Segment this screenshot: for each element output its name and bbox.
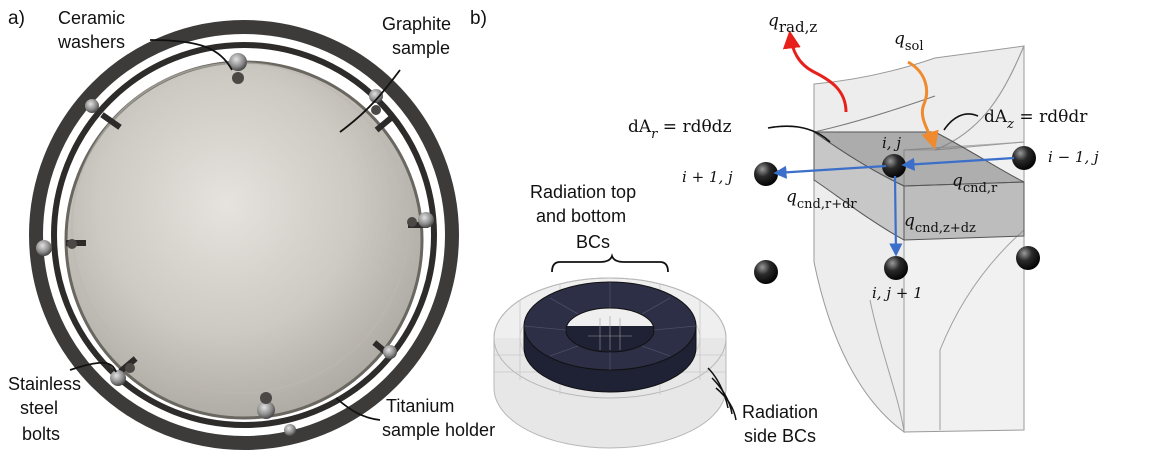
graphite-sample-plate [64,60,424,420]
graphite-label-line2: sample [392,38,450,58]
node-bottom-left [754,260,778,284]
graphite-label-line1: Graphite [382,14,451,34]
cell-left-face [813,131,905,241]
node-center-label: i, j [882,134,901,152]
rad-top-bottom-line1: Radiation top [530,182,636,202]
ring-mesh-model [493,253,737,449]
panel-a: a) [8,8,495,450]
node-bottom-right [1016,246,1040,270]
bolt-heads [36,53,434,436]
node-left [754,162,778,186]
q-cnd-z-dz-label: qcnd,z+dz [904,211,976,236]
bolt-icon [229,53,247,71]
arrow-cnd-right [901,156,1015,171]
rad-top-bottom-line2: and bottom [536,206,626,226]
bolt-icon [284,424,296,436]
rad-side-line2: side BCs [744,426,816,446]
panel-b-label: b) [470,8,487,29]
node-left-label: i + 1, j [682,168,733,186]
q-rad-z-label: qrad,z [768,11,817,36]
bolt-icon [36,240,52,256]
bolt-icon [418,212,434,228]
bolt-icon [383,345,397,359]
node-below-label: i, j + 1 [872,284,923,302]
panel-b: b) [470,8,1099,449]
dA-r-label: dAr = rdθdz [628,117,732,142]
q-sol-label: qsol [894,29,924,54]
control-volume [812,45,1025,433]
q-cnd-r-dr-label: qcnd,r+dr [786,187,857,212]
node-center [882,154,906,178]
ceramic-label-line1: Ceramic [58,8,125,28]
rad-side-line1: Radiation [742,402,818,422]
titanium-label-line2: sample holder [382,420,495,440]
stainless-label-line3: bolts [22,424,60,444]
arrow-sol [907,60,939,150]
bolt-icon [257,401,275,419]
panel-a-label: a) [8,8,25,29]
stainless-label-line1: Stainless [8,374,81,394]
bolt-icon [110,370,126,386]
arrow-cnd-left [773,164,887,179]
titanium-holder-outer-ring [29,20,459,450]
titanium-label-line1: Titanium [386,396,454,416]
bolt-icon [369,89,383,103]
titanium-holder-inner-ring [51,42,437,428]
stainless-label-line2: steel [20,398,58,418]
dA-z-label: dAz = rdθdr [984,107,1088,132]
node-right-label: i − 1, j [1048,148,1099,166]
bolt-icon [85,99,99,113]
rad-top-bottom-line3: BCs [576,232,610,252]
arrow-cnd-down [889,175,903,257]
ceramic-washers [67,72,417,404]
ceramic-label-line2: washers [57,32,125,52]
mesh-nodes [754,146,1040,284]
node-right [1012,146,1036,170]
arrow-rad-z [782,30,848,113]
node-below [884,256,908,280]
q-cnd-r-label: qcnd,r [952,171,998,196]
